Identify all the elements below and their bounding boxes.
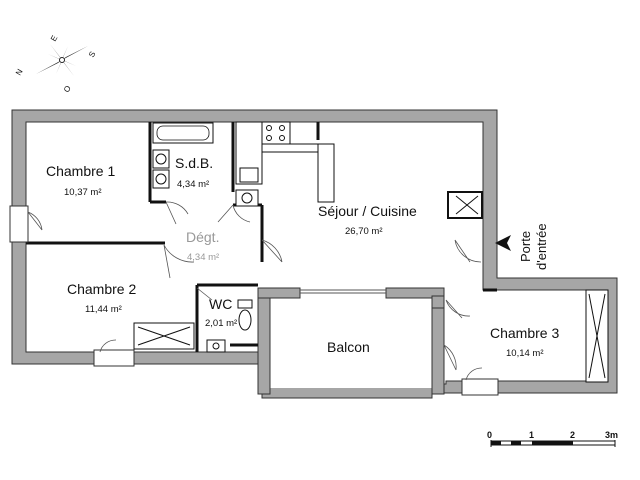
sink-icon <box>152 149 170 169</box>
balcon-wall-top-left <box>257 287 301 299</box>
room-chambre2-area: 11,44 m² <box>85 304 122 315</box>
room-wc-area: 2,01 m² <box>205 318 237 329</box>
interior-walls <box>26 122 497 352</box>
cupboard-entree <box>447 191 483 219</box>
balcon-wall-left <box>257 287 271 395</box>
kitchen-counter <box>235 121 335 203</box>
room-sdb-name: S.d.B. <box>175 155 213 171</box>
cupboard-chambre3 <box>585 289 609 383</box>
balcon-wall-right <box>431 295 445 395</box>
toilet-icon <box>237 299 253 331</box>
scale-label-2: 2 <box>570 430 575 440</box>
room-chambre3-area: 10,14 m² <box>506 348 544 359</box>
scale-label-1: 1 <box>529 430 534 440</box>
room-sejour-area: 26,70 m² <box>345 226 383 237</box>
room-chambre3-name: Chambre 3 <box>490 325 559 341</box>
compass-s: S <box>87 50 97 59</box>
window-chambre3 <box>461 378 499 396</box>
compass-o: O <box>62 84 73 94</box>
room-chambre1-name: Chambre 1 <box>46 163 115 179</box>
wc-sink-icon <box>206 339 226 353</box>
scale-label-3: 3m <box>605 430 618 440</box>
room-degt-name: Dégt. <box>186 229 219 245</box>
entrance-arrow-icon <box>495 235 511 251</box>
entrance-label-line2: d'entrée <box>534 223 549 270</box>
scale-bar <box>490 440 616 447</box>
window-chambre2 <box>93 349 135 367</box>
sink2-icon <box>152 169 170 189</box>
compass-n: N <box>14 67 25 77</box>
room-balcon-name: Balcon <box>327 339 370 355</box>
balcon-floor <box>270 296 438 388</box>
compass-rose-icon <box>36 44 88 76</box>
room-chambre2-name: Chambre 2 <box>67 281 136 297</box>
room-sejour-name: Séjour / Cuisine <box>318 203 417 219</box>
scale-label-0: 0 <box>487 430 492 440</box>
partition-ch3 <box>431 295 445 309</box>
cupboard-chambre2 <box>133 322 195 350</box>
door-swings <box>27 201 483 381</box>
entrance-label-line1: Porte <box>518 231 533 262</box>
washing-machine-icon <box>235 189 259 207</box>
compass-e: E <box>49 34 59 43</box>
bathtub-icon <box>152 122 214 144</box>
window-chambre1 <box>9 205 29 243</box>
room-chambre1-area: 10,37 m² <box>64 187 102 198</box>
room-degt-area: 4,34 m² <box>187 252 219 263</box>
room-sdb-area: 4,34 m² <box>177 179 209 190</box>
room-wc-name: WC <box>209 296 232 312</box>
